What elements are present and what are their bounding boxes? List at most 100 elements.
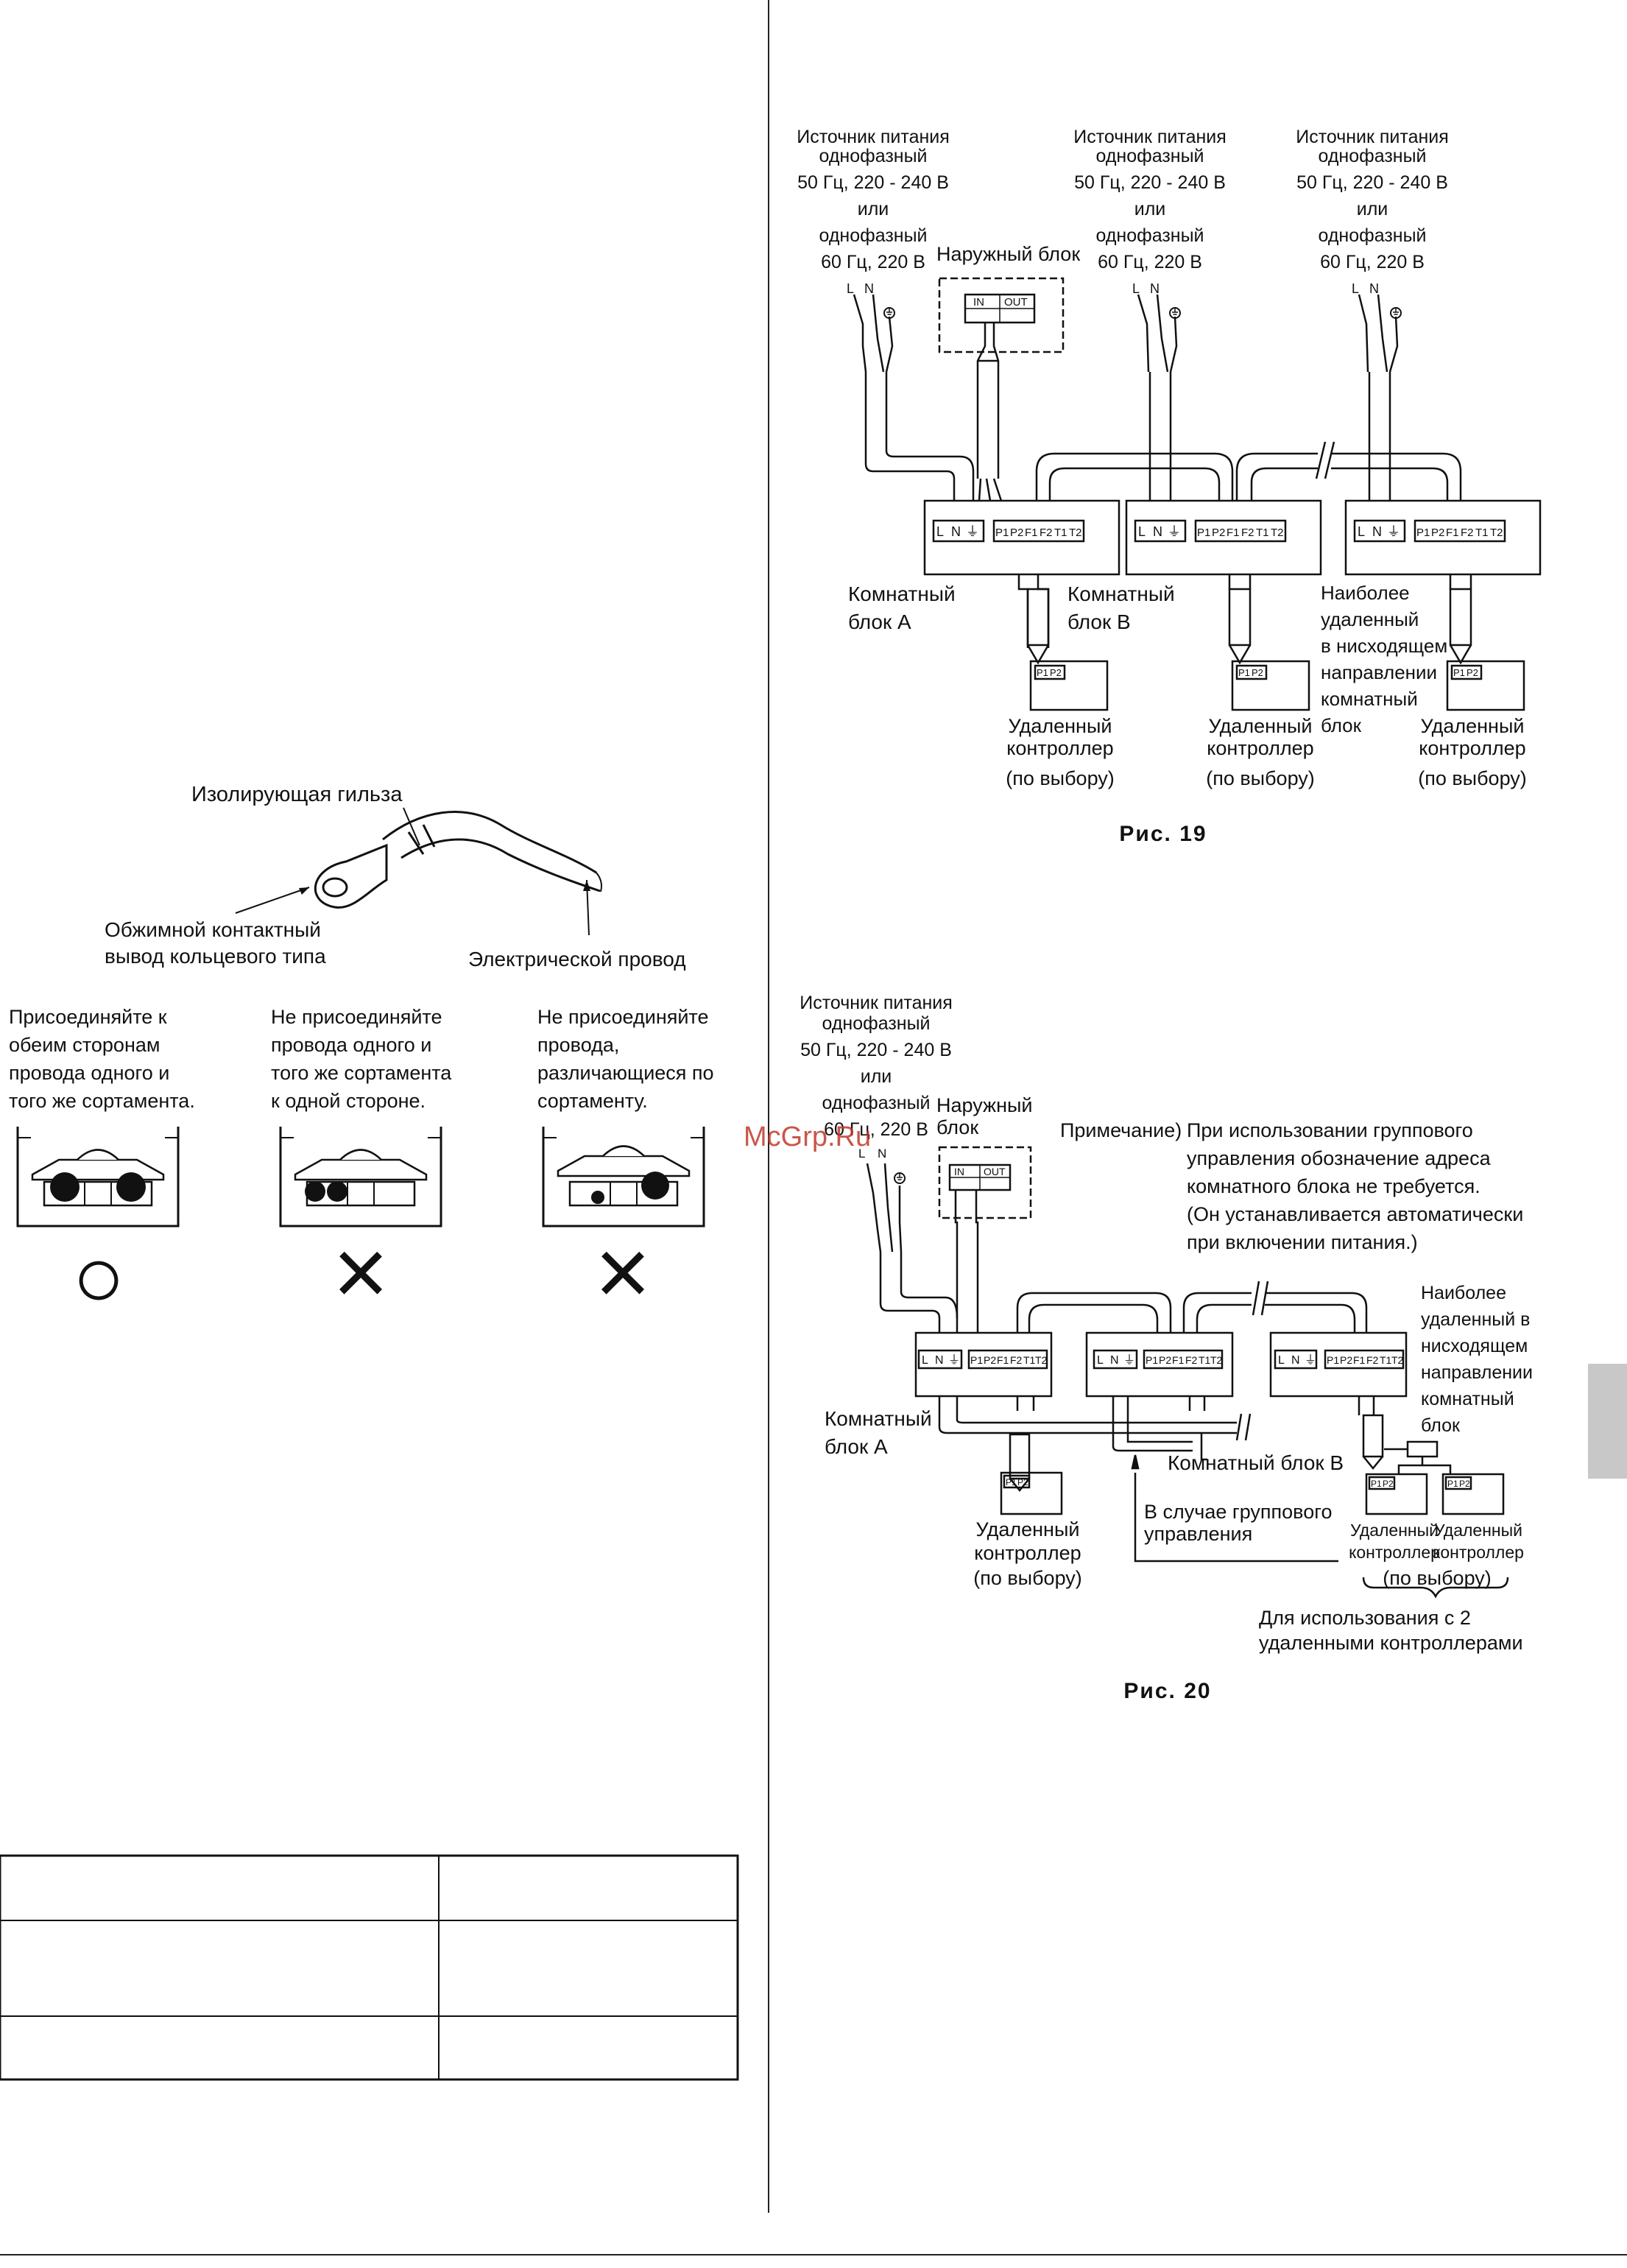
- rule-1-line: Присоединяйте к: [9, 1006, 167, 1028]
- svg-text:или: или: [1357, 199, 1388, 219]
- svg-text:L: L: [1358, 524, 1365, 539]
- svg-text:направлении: направлении: [1421, 1362, 1533, 1383]
- svg-text:⏚: ⏚: [1387, 524, 1400, 539]
- svg-text:Удаленный: Удаленный: [1421, 715, 1525, 737]
- svg-text:При использовании группового: При использовании группового: [1187, 1119, 1473, 1141]
- fig20-group-control: В случае группового: [1144, 1501, 1333, 1523]
- fig19-farthest-label: Наиболее удаленный в нисходящем направле…: [1321, 582, 1447, 736]
- svg-text:F1: F1: [1227, 526, 1240, 539]
- svg-text:Удаленный: Удаленный: [1209, 715, 1313, 737]
- svg-text:⏚: ⏚: [1168, 524, 1181, 539]
- svg-text:50 Гц, 220 - 240 В: 50 Гц, 220 - 240 В: [797, 172, 949, 193]
- fig20-wiring: [866, 1146, 1509, 1599]
- svg-text:L: L: [1278, 1354, 1285, 1367]
- fig19-terminal-labels: L N L N L N IN OUT L N ⏚ P1 P2 F1 F2 T1 …: [847, 281, 1503, 678]
- svg-text:блок: блок: [1321, 714, 1362, 736]
- fig20-two-remotes-label: Удаленный контроллер Удаленный контролле…: [1349, 1521, 1524, 1562]
- fig20-terminal-labels: L N IN OUT L N ⏚ P1 P2 F1 F2 T1 T2 L N ⏚…: [858, 1147, 1470, 1489]
- svg-text:(по выбору): (по выбору): [973, 1567, 1082, 1589]
- wrong-mark: ×: [333, 1218, 389, 1325]
- svg-text:нисходящем: нисходящем: [1421, 1336, 1528, 1356]
- svg-text:N: N: [1153, 524, 1162, 539]
- fig19-indoor-a-label: Комнатный: [848, 582, 956, 605]
- wrong-mark: ×: [595, 1218, 651, 1325]
- wire-illustration: [382, 811, 597, 874]
- svg-text:L: L: [858, 1147, 865, 1161]
- svg-text:P2: P2: [984, 1354, 996, 1366]
- svg-text:T2: T2: [1210, 1354, 1223, 1366]
- svg-text:однофазный: однофазный: [1318, 225, 1426, 246]
- svg-text:Источник питания: Источник питания: [1073, 127, 1227, 147]
- svg-text:⏚: ⏚: [948, 1353, 960, 1367]
- svg-text:T1: T1: [1380, 1354, 1392, 1366]
- svg-text:F2: F2: [1461, 526, 1474, 539]
- svg-text:60 Гц, 220 В: 60 Гц, 220 В: [821, 252, 925, 272]
- svg-text:F1: F1: [1446, 526, 1459, 539]
- rule-2-line: того же сортамента: [271, 1062, 452, 1084]
- svg-text:50 Гц, 220 - 240 В: 50 Гц, 220 - 240 В: [1296, 172, 1448, 193]
- svg-text:T1: T1: [1199, 1354, 1211, 1366]
- terminal-correct-drawing: [16, 1127, 180, 1228]
- rule-2-line: провода одного и: [271, 1034, 431, 1056]
- svg-text:60 Гц, 220 В: 60 Гц, 220 В: [824, 1119, 928, 1140]
- svg-text:F2: F2: [1010, 1354, 1023, 1366]
- fig20-farthest-label: Наиболее удаленный в нисходящем направле…: [1421, 1283, 1533, 1436]
- rule-3-line: сортаменту.: [537, 1090, 648, 1112]
- svg-text:удаленный в: удаленный в: [1421, 1309, 1530, 1330]
- svg-text:T2: T2: [1391, 1354, 1404, 1366]
- svg-text:T1: T1: [1054, 526, 1067, 539]
- empty-table: [0, 1854, 739, 2081]
- svg-text:T2: T2: [1069, 526, 1082, 539]
- terminal-wrong-mixed-drawing: [542, 1127, 705, 1228]
- svg-text:при включении питания.): при включении питания.): [1187, 1231, 1418, 1253]
- fig19-indoor-b-label: Комнатный: [1067, 582, 1175, 605]
- svg-text:N: N: [1150, 281, 1160, 296]
- svg-text:Удаленный: Удаленный: [976, 1518, 1080, 1540]
- fig20-indoor-a-label: блок A: [825, 1435, 888, 1458]
- svg-text:P1: P1: [1327, 1354, 1339, 1366]
- svg-text:N: N: [864, 281, 874, 296]
- svg-text:IN: IN: [954, 1166, 964, 1177]
- svg-text:контроллер: контроллер: [1419, 737, 1525, 759]
- svg-text:контроллер: контроллер: [1207, 737, 1313, 759]
- svg-text:L: L: [936, 524, 944, 539]
- rule-3-line: провода,: [537, 1034, 619, 1056]
- svg-text:F1: F1: [1025, 526, 1038, 539]
- svg-text:Источник питания: Источник питания: [797, 127, 950, 147]
- terminal-label-2: вывод кольцевого типа: [105, 945, 326, 968]
- svg-text:F1: F1: [997, 1354, 1009, 1366]
- svg-text:Удаленный: Удаленный: [1009, 715, 1112, 737]
- sleeve-leader: [403, 807, 420, 846]
- fig19-remote-labels: Удаленный контроллер (по выбору) Удаленн…: [1006, 715, 1527, 789]
- fig20-remote-label: Удаленный контроллер (по выбору): [973, 1518, 1082, 1589]
- svg-text:F1: F1: [1172, 1354, 1185, 1366]
- svg-text:однофазный: однофазный: [819, 225, 927, 246]
- svg-text:P2: P2: [1340, 1354, 1352, 1366]
- svg-text:блок: блок: [1421, 1415, 1461, 1436]
- svg-text:IN: IN: [973, 296, 984, 309]
- fig20-group-control: управления: [1144, 1523, 1252, 1545]
- svg-text:комнатного блока не требуется.: комнатного блока не требуется.: [1187, 1175, 1480, 1197]
- svg-text:направлении: направлении: [1321, 661, 1437, 683]
- svg-text:управления обозначение адреса: управления обозначение адреса: [1187, 1147, 1492, 1169]
- svg-text:⏚: ⏚: [1305, 1353, 1316, 1367]
- svg-text:P1: P1: [1006, 1477, 1017, 1487]
- svg-text:однофазный: однофазный: [1095, 225, 1204, 246]
- svg-text:однофазный: однофазный: [822, 1013, 930, 1034]
- svg-text:Источник питания: Источник питания: [1296, 127, 1449, 147]
- fig20-indoor-a-label: Комнатный: [825, 1407, 932, 1430]
- svg-text:F2: F2: [1040, 526, 1053, 539]
- rule-1-line: провода одного и: [9, 1062, 169, 1084]
- svg-text:N: N: [1372, 524, 1382, 539]
- svg-text:или: или: [1134, 199, 1166, 219]
- fig19-power-source-a: Источник питания однофазный 50 Гц, 220 -…: [797, 127, 950, 272]
- svg-text:T2: T2: [1271, 526, 1284, 539]
- rule-2-line: Не присоединяйте: [271, 1006, 442, 1028]
- fig19-indoor-a-label: блок A: [848, 610, 911, 633]
- svg-text:P2: P2: [1010, 526, 1023, 539]
- svg-text:однофазный: однофазный: [822, 1093, 930, 1113]
- fig19-outdoor-unit-label: Наружный блок: [936, 243, 1080, 265]
- svg-text:50 Гц, 220 - 240 В: 50 Гц, 220 - 240 В: [800, 1040, 952, 1060]
- svg-text:T2: T2: [1035, 1354, 1048, 1366]
- svg-text:N: N: [1110, 1354, 1119, 1367]
